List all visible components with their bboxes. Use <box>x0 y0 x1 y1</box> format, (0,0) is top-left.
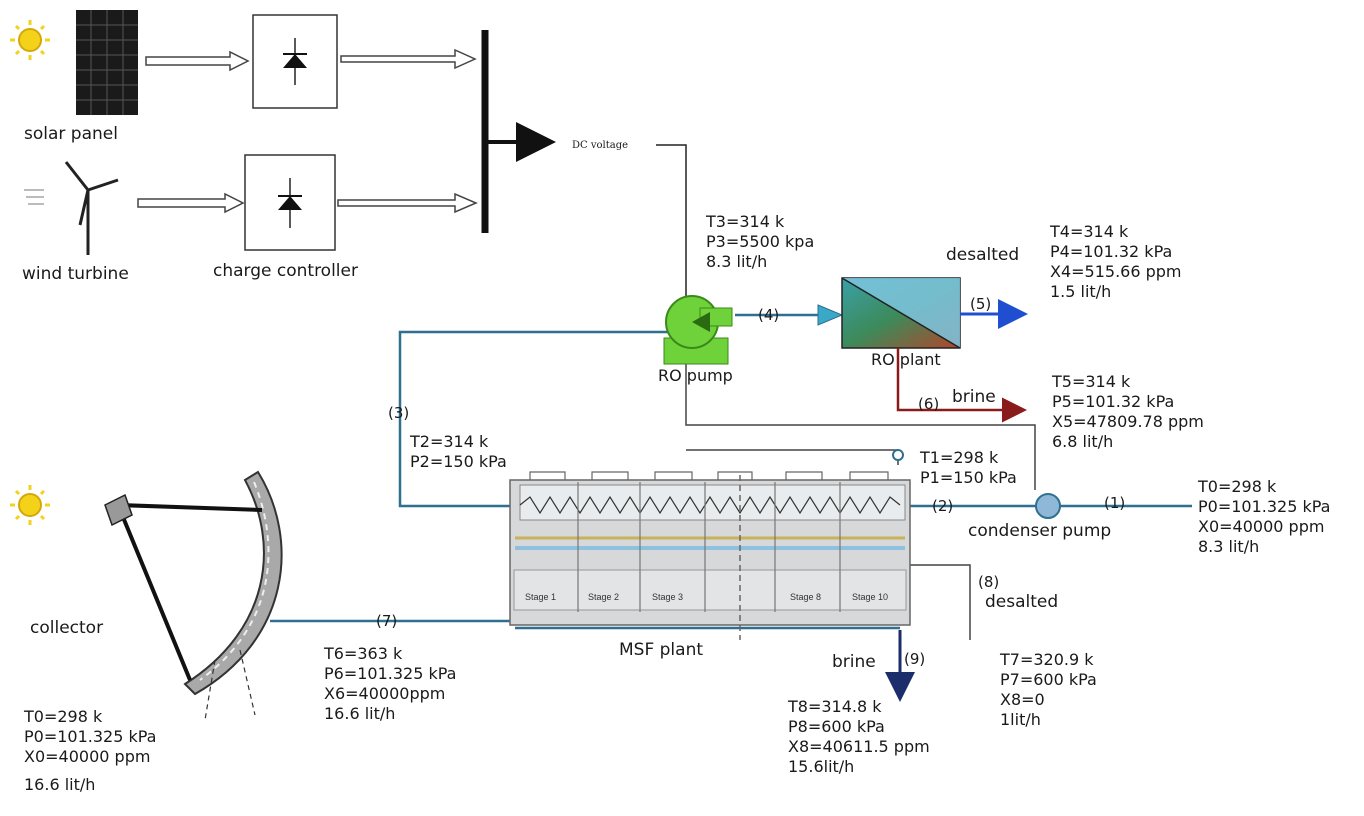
solar-panel-label: solar panel <box>24 124 118 144</box>
stream-pressure: P3=5500 kpa <box>706 232 815 251</box>
stream-temperature: T5=314 k <box>1052 372 1131 391</box>
ro-pump-label: RO pump <box>658 366 733 385</box>
stream-tag-1: (1) <box>1104 494 1126 512</box>
power-flow-arrows <box>137 48 478 214</box>
stream-pressure: P6=101.325 kPa <box>324 664 457 683</box>
ro-desalted-label: desalted <box>946 245 1020 265</box>
ro-plant-label: RO plant <box>871 350 941 369</box>
stream-pressure: P7=600 kPa <box>1000 670 1097 689</box>
stream-salinity: X4=515.66 ppm <box>1050 262 1182 281</box>
collector-label: collector <box>30 618 104 638</box>
stream-pressure: P2=150 kPa <box>410 452 507 471</box>
stream-flow: 16.6 lit/h <box>324 704 396 723</box>
wind-turbine-label: wind turbine <box>22 264 129 284</box>
valve-icon <box>892 449 904 461</box>
msf-stage-label: Stage 2 <box>588 592 619 602</box>
charge-controller-label: charge controller <box>213 261 358 281</box>
sun-icon <box>10 485 50 525</box>
stream-salinity: X5=47809.78 ppm <box>1052 412 1204 431</box>
stream-tag-7: (7) <box>376 612 398 630</box>
stream-flow: 8.3 lit/h <box>706 252 768 271</box>
stream-seawater-in: T0=298 k P0=101.325 kPa X0=40000 ppm 8.3… <box>1198 477 1330 557</box>
ro-brine-arrow <box>896 348 1027 423</box>
stream-tag-3: (3) <box>388 404 410 422</box>
wind-turbine-icon <box>24 161 119 255</box>
stream-salinity: X0=40000 ppm <box>24 747 151 766</box>
stream-pump-out: T1=298 k P1=150 kPa <box>920 448 1017 488</box>
msf-stage-label: Stage 10 <box>852 592 888 602</box>
msf-stage-label: Stage 1 <box>525 592 556 602</box>
stream-pressure: P5=101.32 kPa <box>1052 392 1175 411</box>
stream-tag-8: (8) <box>978 573 1000 591</box>
stream-temperature: T0=298 k <box>1198 477 1277 496</box>
stream-temperature: T4=314 k <box>1050 222 1129 241</box>
msf-plant-icon <box>509 471 911 640</box>
stream-flow: 8.3 lit/h <box>1198 537 1260 556</box>
stream-temperature: T6=363 k <box>324 644 403 663</box>
collector-icon <box>104 470 283 721</box>
stream-msf-desalted: T7=320.9 k P7=600 kPa X8=0 1lit/h <box>1000 650 1097 730</box>
stream-msf-out: T2=314 k P2=150 kPa <box>410 432 507 472</box>
stream-tag-5: (5) <box>970 295 992 313</box>
stream-salinity: X6=40000ppm <box>324 684 446 703</box>
msf-desalted-label: desalted <box>985 592 1059 612</box>
ro-plant-icon <box>841 277 961 349</box>
condenser-pump-icon <box>1035 493 1061 519</box>
condenser-pump-label: condenser pump <box>968 521 1112 541</box>
charge-controller-bottom <box>244 154 336 251</box>
stream-ro-brine: T5=314 k P5=101.32 kPa X5=47809.78 ppm 6… <box>1052 372 1204 452</box>
stream-tag-6: (6) <box>918 395 940 413</box>
stream-temperature: T3=314 k <box>706 212 785 231</box>
stream-temperature: T2=314 k <box>410 432 489 451</box>
ro-brine-label: brine <box>952 387 996 407</box>
stream-flow: 1lit/h <box>1000 710 1041 729</box>
stream-salinity: X8=0 <box>1000 690 1045 709</box>
msf-brine-label: brine <box>832 652 876 672</box>
stream-collector-out: T6=363 k P6=101.325 kPa X6=40000ppm 16.6… <box>324 644 456 724</box>
stream-flow: 1.5 lit/h <box>1050 282 1112 301</box>
stream-pressure: P4=101.32 kPa <box>1050 242 1173 261</box>
charge-controller-top <box>252 14 338 109</box>
stream-flow: 16.6 lit/h <box>24 775 96 794</box>
stream-tag-9: (9) <box>904 650 926 668</box>
ro-pump-icon <box>663 295 733 365</box>
msf-stage-label: Stage 8 <box>790 592 821 602</box>
stream-msf-brine: T8=314.8 k P8=600 kPa X8=40611.5 ppm 15.… <box>788 697 930 777</box>
stream-pressure: P0=101.325 kPa <box>1198 497 1331 516</box>
stream-ro-feed: T3=314 k P3=5500 kpa 8.3 lit/h <box>706 212 814 272</box>
solar-panel-icon <box>76 10 138 115</box>
sun-icon <box>10 20 50 60</box>
stream-flow: 6.8 lit/h <box>1052 432 1114 451</box>
water-lines <box>270 313 1192 630</box>
stream-salinity: X8=40611.5 ppm <box>788 737 930 756</box>
stream-collector-in: T0=298 k P0=101.325 kPa X0=40000 ppm 16.… <box>24 707 156 795</box>
msf-stage-label: Stage 3 <box>652 592 683 602</box>
msf-stage-labels: Stage 1 Stage 2 Stage 3 Stage 8 Stage 10 <box>525 592 888 602</box>
msf-plant-label: MSF plant <box>619 640 704 660</box>
stream-flow: 15.6lit/h <box>788 757 855 776</box>
stream-temperature: T7=320.9 k <box>1000 650 1094 669</box>
dc-voltage-label: DC voltage <box>572 140 629 151</box>
dc-to-pump-line <box>656 144 687 312</box>
stream-tag-4: (4) <box>758 306 780 324</box>
stream-temperature: T8=314.8 k <box>788 697 882 716</box>
stream-tag-2: (2) <box>932 497 954 515</box>
stream-pressure: P1=150 kPa <box>920 468 1017 487</box>
stream-temperature: T0=298 k <box>24 707 103 726</box>
stream-ro-desalted: T4=314 k P4=101.32 kPa X4=515.66 ppm 1.5… <box>1050 222 1182 302</box>
ro-feed-arrowhead <box>817 304 844 326</box>
stream-pressure: P8=600 kPa <box>788 717 885 736</box>
stream-salinity: X0=40000 ppm <box>1198 517 1325 536</box>
stream-temperature: T1=298 k <box>920 448 999 467</box>
stream-pressure: P0=101.325 kPa <box>24 727 157 746</box>
